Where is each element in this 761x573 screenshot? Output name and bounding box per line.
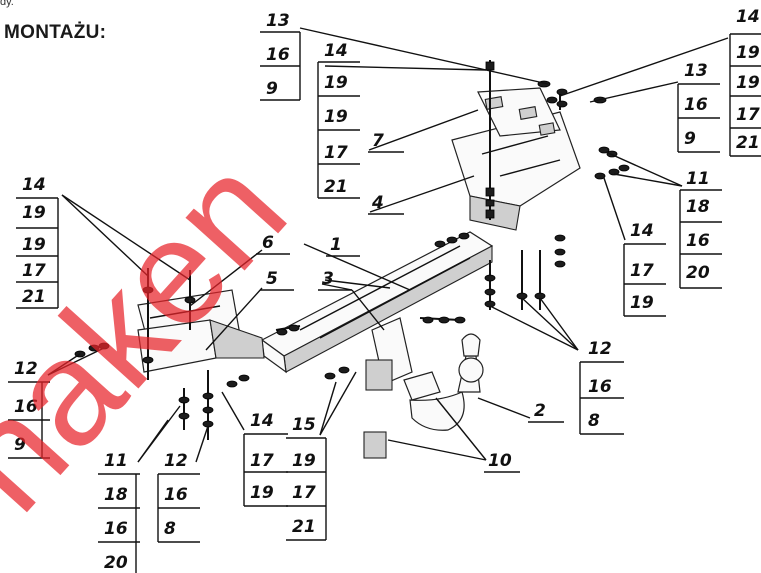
label-6: 6 <box>262 233 274 253</box>
label-16: 16 <box>14 397 38 417</box>
label-17: 17 <box>630 261 654 281</box>
label-16: 16 <box>684 95 708 115</box>
ball-mount-part-3 <box>363 317 413 459</box>
label-14: 14 <box>630 221 654 241</box>
label-12: 12 <box>14 359 38 379</box>
label-19: 19 <box>324 73 348 93</box>
header-fragment: dy. <box>0 0 14 8</box>
label-18: 18 <box>104 485 128 505</box>
page-title: MONTAŻU: <box>4 22 107 43</box>
label-19: 19 <box>292 451 316 471</box>
label-19: 19 <box>22 203 46 223</box>
part-number-labels: 13 16 9 14 19 19 17 21 7 4 14 19 19 17 2… <box>8 7 761 573</box>
label-19: 19 <box>630 293 654 313</box>
label-group-15-19-17-21: 15 19 17 21 <box>286 415 327 541</box>
label-8: 8 <box>588 411 600 431</box>
label-7: 7 <box>372 131 384 151</box>
right-bracket-part-4 <box>451 111 581 231</box>
label-17: 17 <box>324 143 348 163</box>
label-10: 10 <box>488 451 512 471</box>
label-14: 14 <box>22 175 46 195</box>
label-2: 2 <box>534 401 546 421</box>
label-17: 17 <box>22 261 46 281</box>
leader-lines <box>47 27 729 463</box>
label-group-12-16-8-bottom: 12 16 8 <box>157 451 200 543</box>
label-4: 4 <box>371 193 384 213</box>
label-12: 12 <box>164 451 188 471</box>
label-12: 12 <box>588 339 612 359</box>
label-5: 5 <box>266 269 278 289</box>
label-16: 16 <box>686 231 710 251</box>
label-14: 14 <box>324 41 348 61</box>
label-9: 9 <box>14 435 26 455</box>
label-21: 21 <box>324 177 348 197</box>
label-group-13-16-9-right: 13 16 9 <box>677 61 720 153</box>
tow-ball-part-2 <box>409 333 484 431</box>
label-13: 13 <box>684 61 708 81</box>
label-group-14-17-19: 14 17 19 <box>623 221 666 317</box>
label-19: 19 <box>324 107 348 127</box>
label-group-17-19: 17 19 <box>243 433 288 507</box>
label-16: 16 <box>164 485 188 505</box>
label-3: 3 <box>322 269 334 289</box>
label-15: 15 <box>292 415 316 435</box>
label-group-14-19-19-17-21-top: 14 19 19 17 21 <box>317 41 360 199</box>
label-group-12-16-9-left: 12 16 9 <box>8 359 50 459</box>
label-21: 21 <box>22 287 46 307</box>
label-9: 9 <box>684 129 696 149</box>
fasteners <box>74 60 630 440</box>
right-plate-part-7 <box>477 87 561 137</box>
label-21: 21 <box>736 133 760 153</box>
label-9: 9 <box>266 79 278 99</box>
label-11: 11 <box>104 451 128 471</box>
socket-plate-part-10 <box>403 371 441 401</box>
label-19: 19 <box>736 73 760 93</box>
label-21: 21 <box>292 517 316 537</box>
label-11: 11 <box>686 169 710 189</box>
label-14: 14 <box>250 411 274 431</box>
label-group-11-18-16-20-right: 11 18 16 20 <box>679 169 722 289</box>
crossbar-part-1 <box>260 231 494 374</box>
label-group-13-16-9-top: 13 16 9 <box>260 11 301 101</box>
label-13: 13 <box>266 11 290 31</box>
label-group-14-19-19-17-21-right: 14 19 19 17 21 <box>729 7 761 157</box>
label-19: 19 <box>250 483 274 503</box>
label-16: 16 <box>588 377 612 397</box>
label-19: 19 <box>736 43 760 63</box>
label-20: 20 <box>686 263 710 283</box>
label-1: 1 <box>330 235 342 255</box>
label-group-11-18-16-20-left: 11 18 16 20 <box>98 451 140 573</box>
label-group-12-16-8-right: 12 16 8 <box>579 339 624 435</box>
label-group-14-19-19-17-21-left: 14 19 19 17 21 <box>16 175 59 309</box>
label-19: 19 <box>22 235 46 255</box>
label-17: 17 <box>292 483 316 503</box>
label-14: 14 <box>736 7 760 27</box>
label-8: 8 <box>164 519 176 539</box>
label-18: 18 <box>686 197 710 217</box>
label-20: 20 <box>104 553 128 573</box>
label-16: 16 <box>104 519 128 539</box>
label-17: 17 <box>736 105 760 125</box>
parts-drawing <box>47 27 729 463</box>
label-17: 17 <box>250 451 274 471</box>
label-16: 16 <box>266 45 290 65</box>
